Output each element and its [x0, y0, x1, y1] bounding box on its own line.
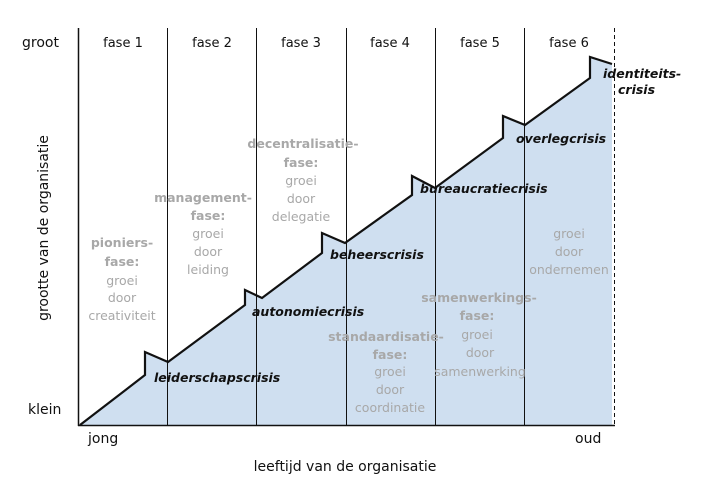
growth-phase-3-title: fase: [284, 155, 319, 170]
y-axis-title: grootte van de organisatie [36, 135, 52, 321]
growth-line [79, 55, 613, 426]
growth-phase-1-desc: door [108, 290, 137, 305]
growth-phase-2-desc: door [194, 244, 223, 259]
y-top-label: groot [22, 35, 59, 51]
crisis-label-5: overlegcrisis [516, 131, 606, 146]
growth-phase-4-desc: door [376, 382, 405, 397]
crisis-label-6b: crisis [618, 82, 655, 97]
growth-phase-6-desc: door [555, 244, 584, 259]
phase-header-4: fase 4 [370, 36, 410, 51]
growth-phase-4-title: fase: [373, 347, 408, 362]
growth-phase-1-desc: groei [106, 273, 138, 288]
growth-phase-2-desc: leiding [187, 262, 229, 277]
y-bottom-label: klein [28, 402, 61, 418]
growth-phase-6-desc: groei [553, 226, 585, 241]
growth-phase-2: management- fase: groei door leiding [154, 190, 252, 277]
growth-phase-5-desc: samenwerking [434, 364, 526, 379]
growth-phase-2-title: management- [154, 190, 252, 205]
crisis-label-1: leiderschapscrisis [154, 370, 280, 385]
growth-phase-6: groei door ondernemen [529, 226, 609, 277]
x-left-label: jong [87, 431, 118, 447]
x-right-label: oud [575, 431, 601, 447]
growth-phase-4-desc: coordinatie [355, 400, 425, 415]
growth-phase-4-title: standaardisatie- [328, 329, 444, 344]
growth-phase-3: decentralisatie- fase: groei door delega… [247, 136, 358, 224]
phase-header-2: fase 2 [192, 36, 232, 51]
crisis-label-4: bureaucratiecrisis [420, 181, 548, 196]
phase-header-1: fase 1 [103, 36, 143, 51]
crisis-label-3: beheerscrisis [330, 247, 424, 262]
phase-header-3: fase 3 [281, 36, 321, 51]
growth-phase-5-title: samenwerkings- [421, 290, 537, 305]
growth-phase-1-title: fase: [105, 254, 140, 269]
phase-header-5: fase 5 [460, 36, 500, 51]
growth-phase-5: samenwerkings- fase: groei door samenwer… [421, 290, 537, 379]
growth-phase-2-desc: groei [192, 226, 224, 241]
growth-phase-3-desc: delegatie [272, 209, 331, 224]
growth-phase-5-desc: groei [461, 327, 493, 342]
growth-phase-1-desc: creativiteit [88, 308, 155, 323]
growth-phase-4-desc: groei [374, 364, 406, 379]
growth-phase-5-title: fase: [460, 308, 495, 323]
growth-phase-3-desc: door [287, 191, 316, 206]
growth-phase-1-title: pioniers- [91, 235, 153, 250]
growth-phase-4: standaardisatie- fase: groei door coordi… [328, 329, 444, 415]
growth-phase-6-desc: ondernemen [529, 262, 609, 277]
growth-phase-1: pioniers- fase: groei door creativiteit [88, 235, 155, 323]
growth-phase-5-desc: door [466, 345, 495, 360]
growth-phase-3-title: decentralisatie- [247, 136, 358, 151]
growth-phase-3-desc: groei [285, 173, 317, 188]
growth-phase-2-title: fase: [191, 208, 226, 223]
crisis-label-6a: identiteits- [603, 66, 681, 81]
growth-area [80, 57, 612, 425]
phase-header-6: fase 6 [549, 36, 589, 51]
x-axis-title: leeftijd van de organisatie [254, 459, 437, 475]
crisis-label-2: autonomiecrisis [252, 304, 364, 319]
